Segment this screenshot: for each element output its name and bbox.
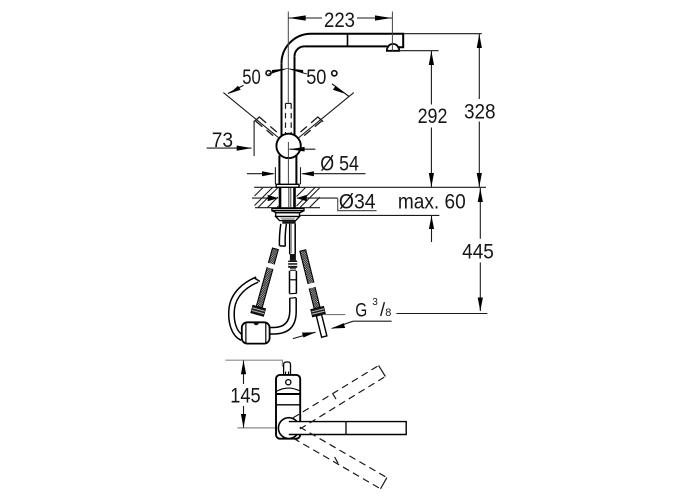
svg-text:G: G xyxy=(355,301,367,322)
svg-text:Ø34: Ø34 xyxy=(339,190,376,213)
svg-text:328: 328 xyxy=(464,100,496,123)
svg-text:50: 50 xyxy=(306,66,326,89)
svg-text:145: 145 xyxy=(230,384,260,407)
svg-text:8: 8 xyxy=(385,307,391,319)
svg-text:Ø 54: Ø 54 xyxy=(320,152,359,175)
svg-text:max. 60: max. 60 xyxy=(398,191,466,214)
svg-text:50: 50 xyxy=(242,66,260,89)
svg-text:223: 223 xyxy=(324,9,355,32)
svg-text:292: 292 xyxy=(418,105,448,128)
svg-text:445: 445 xyxy=(462,240,494,263)
svg-text:3: 3 xyxy=(372,297,378,308)
svg-text:73: 73 xyxy=(212,129,233,152)
